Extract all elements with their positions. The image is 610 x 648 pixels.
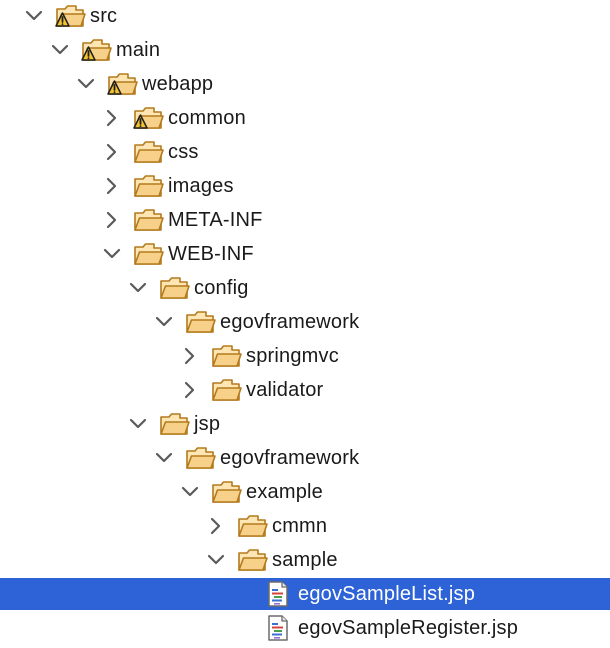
folder-icon bbox=[210, 478, 242, 506]
tree-item-label: egovSampleList.jsp bbox=[298, 583, 476, 605]
tree-row-folder[interactable]: egovframework bbox=[0, 306, 610, 338]
folder-icon bbox=[132, 138, 164, 166]
chevron-down-icon[interactable] bbox=[128, 272, 148, 304]
tree-row-folder[interactable]: webapp bbox=[0, 68, 610, 100]
warning-folder-icon bbox=[132, 104, 164, 132]
tree-item-label: cmmn bbox=[272, 515, 328, 537]
tree-item-label: springmvc bbox=[246, 345, 339, 367]
folder-icon bbox=[210, 376, 242, 404]
folder-icon bbox=[132, 172, 164, 200]
folder-icon bbox=[184, 308, 216, 336]
chevron-right-icon[interactable] bbox=[102, 136, 122, 168]
folder-icon bbox=[236, 512, 268, 540]
tree-row-folder[interactable]: main bbox=[0, 34, 610, 66]
folder-icon bbox=[132, 240, 164, 268]
warning-folder-icon bbox=[54, 2, 86, 30]
folder-icon bbox=[236, 546, 268, 574]
tree-item-label: validator bbox=[246, 379, 324, 401]
tree-row-folder[interactable]: config bbox=[0, 272, 610, 304]
tree-row-folder[interactable]: springmvc bbox=[0, 340, 610, 372]
tree-item-label: META-INF bbox=[168, 209, 263, 231]
folder-icon bbox=[158, 410, 190, 438]
chevron-right-icon[interactable] bbox=[206, 510, 226, 542]
tree-item-label: jsp bbox=[194, 413, 221, 435]
tree-row-folder[interactable]: src bbox=[0, 0, 610, 32]
tree-row-folder[interactable]: sample bbox=[0, 544, 610, 576]
tree-item-label: webapp bbox=[142, 73, 214, 95]
chevron-down-icon[interactable] bbox=[206, 544, 226, 576]
folder-icon bbox=[184, 444, 216, 472]
tree-item-label: WEB-INF bbox=[168, 243, 254, 265]
chevron-down-icon[interactable] bbox=[76, 68, 96, 100]
tree-item-label: src bbox=[90, 5, 118, 27]
tree-item-label: css bbox=[168, 141, 199, 163]
tree-row-folder[interactable]: egovframework bbox=[0, 442, 610, 474]
tree-row-folder[interactable]: WEB-INF bbox=[0, 238, 610, 270]
chevron-down-icon[interactable] bbox=[154, 306, 174, 338]
warning-folder-icon bbox=[80, 36, 112, 64]
tree-row-folder[interactable]: cmmn bbox=[0, 510, 610, 542]
chevron-down-icon[interactable] bbox=[128, 408, 148, 440]
tree-item-label: example bbox=[246, 481, 323, 503]
chevron-right-icon[interactable] bbox=[102, 102, 122, 134]
chevron-down-icon[interactable] bbox=[102, 238, 122, 270]
tree-item-label: images bbox=[168, 175, 234, 197]
tree-item-label: config bbox=[194, 277, 249, 299]
tree-item-label: egovframework bbox=[220, 447, 360, 469]
tree-item-label: egovSampleRegister.jsp bbox=[298, 617, 519, 639]
tree-row-folder[interactable]: META-INF bbox=[0, 204, 610, 236]
tree-row-folder[interactable]: example bbox=[0, 476, 610, 508]
chevron-down-icon[interactable] bbox=[180, 476, 200, 508]
tree-row-folder[interactable]: common bbox=[0, 102, 610, 134]
folder-icon bbox=[132, 206, 164, 234]
folder-icon bbox=[210, 342, 242, 370]
tree-row-folder[interactable]: jsp bbox=[0, 408, 610, 440]
tree-row-folder[interactable]: images bbox=[0, 170, 610, 202]
chevron-down-icon[interactable] bbox=[154, 442, 174, 474]
warning-folder-icon bbox=[106, 70, 138, 98]
tree-row-file[interactable]: egovSampleRegister.jsp bbox=[0, 612, 610, 644]
jsp-file-icon bbox=[262, 580, 294, 608]
tree-row-folder[interactable]: css bbox=[0, 136, 610, 168]
tree-row-file[interactable]: egovSampleList.jsp bbox=[0, 578, 610, 610]
chevron-right-icon[interactable] bbox=[180, 340, 200, 372]
chevron-down-icon[interactable] bbox=[24, 0, 44, 32]
tree-item-label: sample bbox=[272, 549, 338, 571]
chevron-right-icon[interactable] bbox=[180, 374, 200, 406]
folder-icon bbox=[158, 274, 190, 302]
chevron-right-icon[interactable] bbox=[102, 170, 122, 202]
tree-item-label: main bbox=[116, 39, 161, 61]
chevron-down-icon[interactable] bbox=[50, 34, 70, 66]
tree-row-folder[interactable]: validator bbox=[0, 374, 610, 406]
tree-item-label: egovframework bbox=[220, 311, 360, 333]
jsp-file-icon bbox=[262, 614, 294, 642]
chevron-right-icon[interactable] bbox=[102, 204, 122, 236]
tree-item-label: common bbox=[168, 107, 246, 129]
